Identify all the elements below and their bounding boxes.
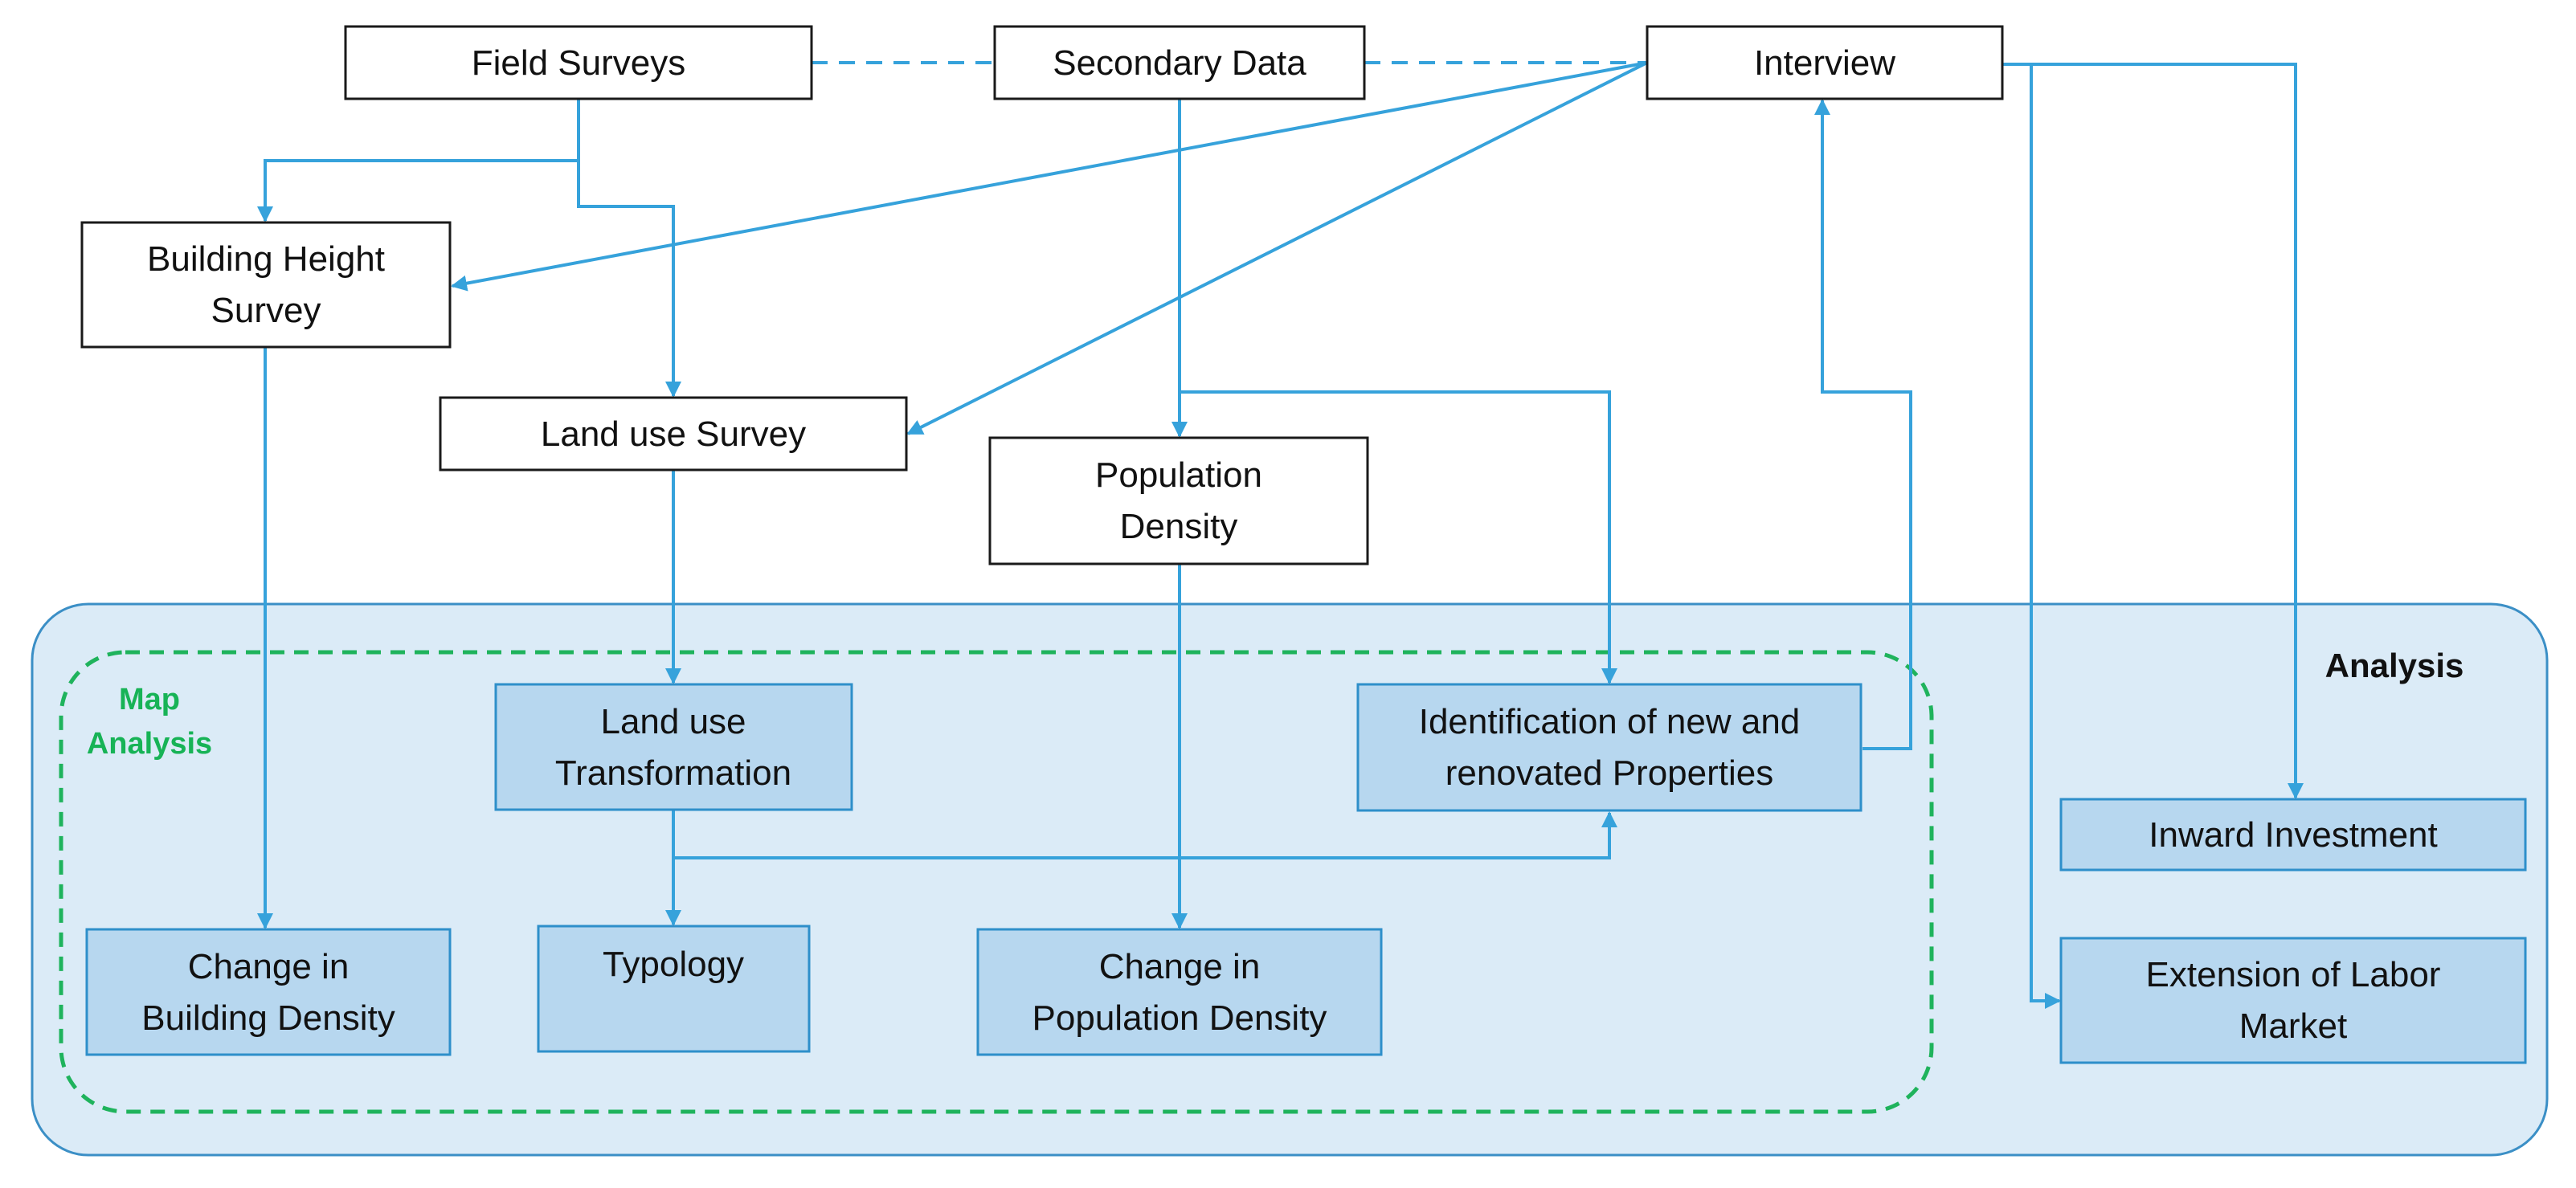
interview-to-labor-market-arrow xyxy=(2030,64,2061,1009)
field-surveys-label: Field Surveys xyxy=(472,43,686,83)
building-height-survey-line-2: Survey xyxy=(211,291,321,330)
diagram-nodes: Field Surveys Secondary Data Interview B… xyxy=(80,25,2527,1064)
identification-to-interview-arrow xyxy=(1814,99,1912,750)
change-population-density-label: Change in Population Density xyxy=(1032,947,1327,1038)
interview-line-1: Interview xyxy=(1754,43,1895,83)
typology-node: Typology xyxy=(537,925,811,1053)
interview-to-inward-investment-arrow xyxy=(2002,63,2304,799)
land-use-transformation-line-1: Land use xyxy=(600,702,746,741)
land-use-transformation-line-2: Transformation xyxy=(555,753,791,793)
connectors xyxy=(257,61,2304,1009)
identification-properties-node: Identification of new and renovated Prope… xyxy=(1356,683,1862,812)
building-height-survey-line-1: Building Height xyxy=(147,239,385,279)
identification-properties-line-2: renovated Properties xyxy=(1445,753,1773,793)
change-building-density-line-1: Change in xyxy=(188,947,350,986)
analysis-region: Analysis xyxy=(31,602,2549,1157)
extension-labor-market-line-2: Market xyxy=(2239,1006,2347,1046)
secondary-data-line-1: Secondary Data xyxy=(1053,43,1306,83)
typology-line-1: Typology xyxy=(603,945,744,984)
change-population-density-line-2: Population Density xyxy=(1032,998,1327,1038)
interview-node: Interview xyxy=(1646,25,2004,100)
secondary-data-node: Secondary Data xyxy=(993,25,1366,100)
map-analysis-label-line-2: Analysis xyxy=(87,727,212,761)
land-use-survey-label: Land use Survey xyxy=(541,414,806,454)
identification-properties-label: Identification of new and renovated Prope… xyxy=(1419,702,1801,793)
change-population-density-line-1: Change in xyxy=(1099,947,1261,986)
identification-properties-line-1: Identification of new and xyxy=(1419,702,1801,741)
change-building-density-line-2: Building Density xyxy=(141,998,395,1038)
inward-investment-label: Inward Investment xyxy=(2149,815,2438,855)
transformation-to-identification-arrow xyxy=(672,810,1617,859)
population-density-line-1: Population xyxy=(1095,455,1262,495)
population-density-line-2: Density xyxy=(1120,507,1238,546)
change-population-density-node: Change in Population Density xyxy=(976,928,1383,1056)
field-surveys-line-1: Field Surveys xyxy=(472,43,686,83)
map-analysis-label-line-1: Map xyxy=(119,683,180,716)
field-surveys-to-building-height-arrow xyxy=(257,98,580,222)
inward-investment-line-1: Inward Investment xyxy=(2149,815,2438,855)
map-analysis-region: Map Analysis xyxy=(59,650,1934,1114)
typology-label: Typology xyxy=(603,945,744,984)
interview-to-building-height-arrow xyxy=(451,61,1648,292)
land-use-survey-node: Land use Survey xyxy=(439,396,908,472)
land-use-survey-line-1: Land use Survey xyxy=(541,414,806,454)
secondary-data-to-identification-arrow xyxy=(1180,390,1617,684)
field-surveys-to-land-use-survey-arrow xyxy=(577,161,681,398)
extension-labor-market-line-1: Extension of Labor xyxy=(2146,955,2441,994)
secondary-data-label: Secondary Data xyxy=(1053,43,1306,83)
interview-to-land-use-survey-arrow xyxy=(906,61,1648,435)
analysis-region-label: Analysis xyxy=(2325,647,2464,684)
inward-investment-node: Inward Investment xyxy=(2059,798,2527,872)
field-surveys-node: Field Surveys xyxy=(344,25,813,100)
interview-label: Interview xyxy=(1754,43,1895,83)
change-building-density-label: Change in Building Density xyxy=(141,947,395,1038)
change-building-density-node: Change in Building Density xyxy=(85,928,452,1056)
